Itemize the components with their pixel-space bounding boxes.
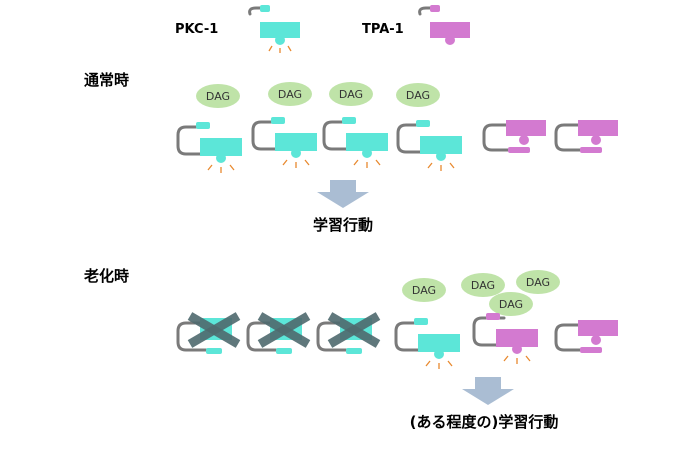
dag-bubble: DAG xyxy=(461,273,505,297)
dag-bubble: DAG xyxy=(489,292,533,316)
svg-text:DAG: DAG xyxy=(412,284,436,297)
pkc1-active-molecule xyxy=(176,120,244,175)
dag-group-aging: DAG DAG DAG DAG xyxy=(402,270,560,316)
tpa1-inactive-molecule xyxy=(554,318,620,355)
pkc1-disabled-molecule xyxy=(176,312,241,354)
svg-text:DAG: DAG xyxy=(406,89,430,102)
tpa1-inactive-molecule xyxy=(554,118,620,155)
tpa1-inactive-molecule xyxy=(482,118,548,155)
pkc1-disabled-molecule xyxy=(316,312,381,354)
pkc1-disabled-molecules-aging xyxy=(176,312,381,354)
section-title-aging: 老化時 xyxy=(83,267,129,285)
legend-tpa1-icon xyxy=(418,5,470,45)
dag-bubble: DAG xyxy=(268,82,312,106)
dag-bubble: DAG xyxy=(396,83,440,107)
svg-text:DAG: DAG xyxy=(278,88,302,101)
svg-text:DAG: DAG xyxy=(339,88,363,101)
svg-text:DAG: DAG xyxy=(526,276,550,289)
result-aging: (ある程度の)学習行動 xyxy=(410,413,559,431)
pkc1-disabled-molecule xyxy=(246,312,311,354)
legend-label-tpa1: TPA-1 xyxy=(362,22,404,37)
dag-bubble: DAG xyxy=(402,278,446,302)
down-arrow-icon xyxy=(462,377,514,405)
svg-text:DAG: DAG xyxy=(471,279,495,292)
down-arrow-icon xyxy=(317,180,369,208)
svg-text:DAG: DAG xyxy=(499,298,523,311)
legend: PKC-1 TPA-1 xyxy=(175,5,470,53)
pkc1-active-molecule xyxy=(251,115,319,170)
result-normal: 学習行動 xyxy=(313,216,373,234)
pkc1-active-molecule xyxy=(394,316,462,371)
pkc1-active-molecule xyxy=(322,115,390,170)
dag-bubble: DAG xyxy=(196,84,240,108)
pkc1-active-molecule xyxy=(396,118,464,173)
dag-group-normal: DAG DAG DAG DAG xyxy=(196,82,440,108)
svg-text:DAG: DAG xyxy=(206,90,230,103)
dag-bubble: DAG xyxy=(516,270,560,294)
legend-pkc1-icon xyxy=(248,5,300,53)
pkc1-active-molecules-normal xyxy=(176,115,464,175)
legend-label-pkc1: PKC-1 xyxy=(175,22,218,37)
section-title-normal: 通常時 xyxy=(84,71,129,89)
tpa1-active-molecule xyxy=(472,313,538,364)
tpa1-inactive-molecules-normal xyxy=(482,118,620,155)
dag-bubble: DAG xyxy=(329,82,373,106)
